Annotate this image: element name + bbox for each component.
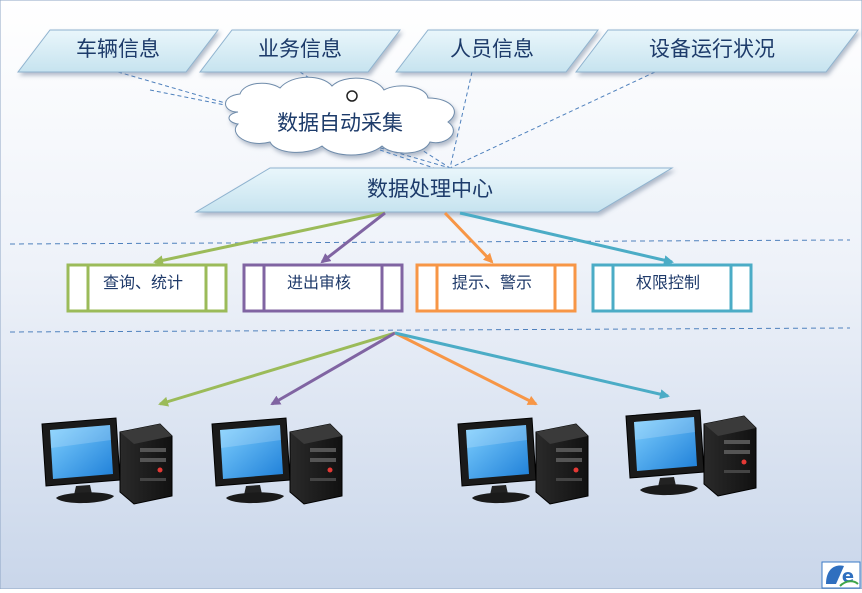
source-label: 人员信息 [450,37,534,61]
computer-icon [211,417,343,505]
terminals [41,409,757,505]
function-label: 权限控制 [636,273,700,292]
hub-to-terminal-arrows [158,331,670,407]
collector-connectors [379,149,441,171]
source-vehicle-info: 车辆信息 [16,29,220,73]
function-permissions: 权限控制 [591,263,753,313]
computer-icon [625,409,757,497]
computer-icon [457,417,589,505]
function-query-stats: 查询、统计 [66,263,228,313]
cloud-knot-icon [346,90,358,102]
source-personnel-info: 人员信息 [394,29,600,73]
center-to-function-arrows [153,211,674,266]
function-access-review: 进出审核 [242,263,404,313]
collector-label: 数据自动采集 [277,111,403,135]
e-logo-icon: e [821,561,861,589]
collector-cloud: 数据自动采集 [225,76,455,156]
processing-center: 数据处理中心 [194,167,674,213]
function-alerts: 提示、警示 [415,263,577,313]
source-label: 车辆信息 [76,37,160,61]
function-label: 进出审核 [287,273,351,292]
source-label: 设备运行状况 [649,37,775,61]
center-label: 数据处理中心 [367,177,493,201]
source-business-info: 业务信息 [198,29,402,73]
function-boxes: 查询、统计 进出审核 提示、警示 权限控制 [66,263,753,313]
source-label: 业务信息 [258,37,342,61]
computer-icon [41,417,173,505]
source-device-status: 设备运行状况 [574,29,860,73]
function-label: 查询、统计 [103,273,183,292]
source-nodes: 车辆信息 业务信息 人员信息 设备运行状况 [16,29,860,73]
function-label: 提示、警示 [452,273,532,292]
